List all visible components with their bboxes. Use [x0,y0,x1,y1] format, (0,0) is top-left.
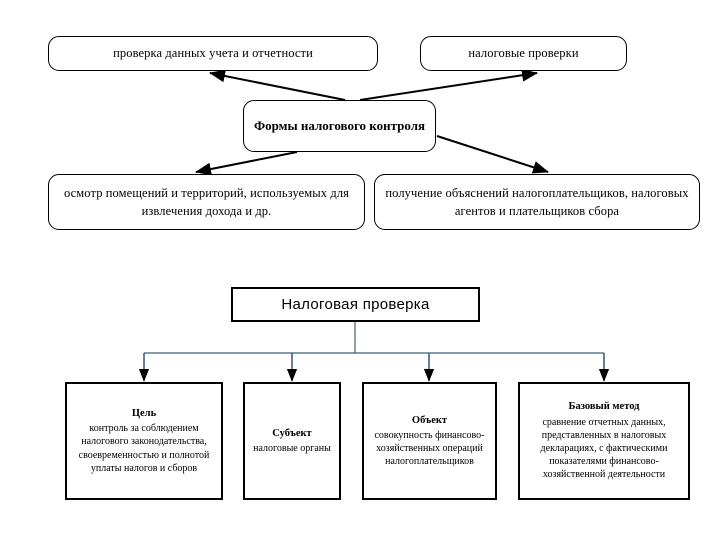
tree-leaf-goal-heading: Цель [131,408,157,420]
arrow-center-to-bottom-left [195,151,298,176]
tree-leaf-object-body: совокупность финансово-хозяйственных опе… [374,429,485,468]
form-node-center-label: Формы налогового контроля [253,118,426,134]
tree-leaf-subject[interactable]: Субъект налоговые органы [243,382,341,500]
tree-root-label: Налоговая проверка [281,295,430,313]
form-node-accounting-data-check-label: проверка данных учета и отчетности [113,46,313,61]
form-node-center-tax-control-forms[interactable]: Формы налогового контроля [243,100,436,152]
form-node-premises-inspection-label: осмотр помещений и территорий, используе… [63,185,350,218]
form-node-accounting-data-check[interactable]: проверка данных учета и отчетности [48,36,378,71]
tree-leaf-subject-heading: Субъект [272,427,312,439]
form-node-tax-audits-label: налоговые проверки [468,46,579,61]
tree-leaf-subject-body: налоговые органы [253,442,331,454]
arrow-center-to-top-left [209,69,346,101]
tree-leaf-goal-body: контроль за соблюдением налогового закон… [78,423,210,474]
tree-leaf-base-method[interactable]: Базовый метод сравнение отчетных данных,… [518,382,690,500]
tree-leaf-base-method-body: сравнение отчетных данных, представленны… [540,416,668,481]
tree-connector-drops [138,353,610,382]
form-node-tax-audits[interactable]: налоговые проверки [420,36,627,71]
tree-leaf-base-method-heading: Базовый метод [568,401,640,413]
form-node-premises-inspection[interactable]: осмотр помещений и территорий, используе… [48,174,365,230]
tree-leaf-object[interactable]: Объект совокупность финансово-хозяйствен… [362,382,497,500]
form-node-taxpayer-explanations[interactable]: получение объяснений налогоплательщиков,… [374,174,700,230]
arrow-center-to-top-right [359,68,538,101]
arrow-center-to-bottom-right [436,135,549,174]
tree-root-tax-inspection[interactable]: Налоговая проверка [231,287,480,322]
tree-connector-trunk [144,322,604,354]
tree-leaf-object-heading: Объект [411,414,448,426]
tree-leaf-goal[interactable]: Цель контроль за соблюдением налогового … [65,382,223,500]
form-node-taxpayer-explanations-label: получение объяснений налогоплательщиков,… [385,185,689,218]
